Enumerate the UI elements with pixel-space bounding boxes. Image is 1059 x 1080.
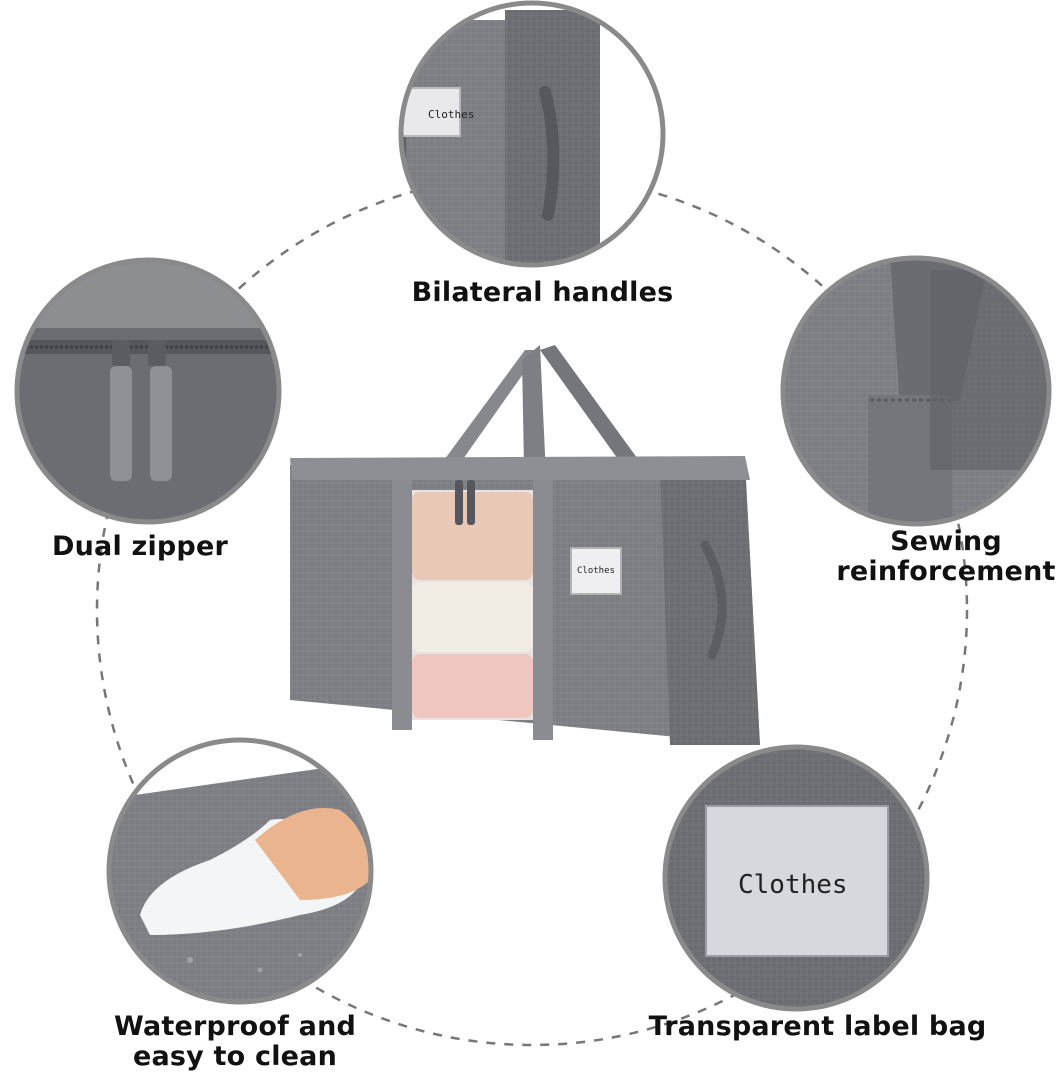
wiping-closeup-icon <box>106 737 374 1005</box>
storage-bag-image <box>290 345 760 745</box>
caption-dual-zipper: Dual zipper <box>52 531 228 562</box>
caption-bilateral-handles: Bilateral handles <box>411 277 674 308</box>
caption-waterproof-line2: easy to clean <box>132 1041 338 1072</box>
dashed-guide-circle <box>95 173 969 1047</box>
bag-label-text: Clothes <box>577 566 615 576</box>
handle-closeup-label: Clothes <box>428 108 474 121</box>
caption-waterproof-line1: Waterproof and <box>113 1011 357 1042</box>
stitching-closeup-icon <box>780 255 1052 527</box>
caption-sewing-line1: Sewing <box>890 526 1002 557</box>
handle-closeup-icon <box>398 0 666 268</box>
caption-sewing-line2: reinforcement <box>836 556 1056 587</box>
caption-transparent-label-bag: Transparent label bag <box>648 1011 987 1042</box>
zipper-closeup-icon <box>14 257 282 525</box>
label-closeup-text: Clothes <box>738 870 848 900</box>
label-closeup-icon <box>662 744 930 1012</box>
